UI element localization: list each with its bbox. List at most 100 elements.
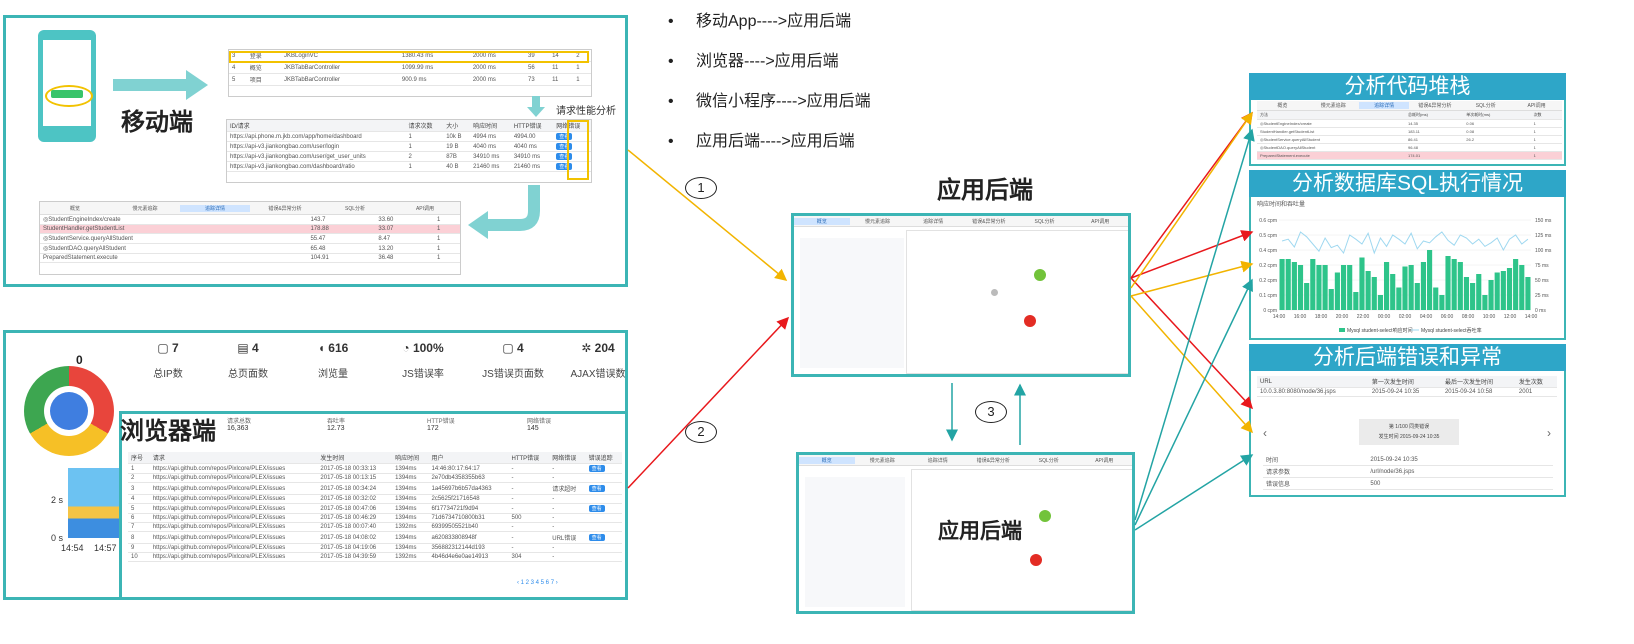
tab-item[interactable]: 慢元素追踪 — [1320, 103, 1346, 109]
view-button[interactable]: 查看 — [588, 534, 605, 541]
chart-bar — [1402, 266, 1408, 310]
table-cell: 2015-09-24 10:35 — [1368, 387, 1442, 397]
chart-bar — [1414, 283, 1420, 310]
table-cell: JKBTabBarController — [280, 61, 399, 74]
tab-item[interactable]: 追踪详情 — [1358, 102, 1410, 109]
table-row[interactable]: https://api-v3.jiankongbao.com/user/logi… — [227, 141, 591, 152]
view-button[interactable]: 查看 — [556, 163, 573, 170]
table-cell: 11 — [549, 73, 574, 86]
view-button[interactable]: 查看 — [556, 143, 573, 150]
table-cell: - — [549, 522, 586, 532]
column-header: 用户 — [428, 452, 509, 464]
table-cell: 14.35 — [1404, 119, 1464, 128]
tab-item[interactable]: 错误&异常分析 — [268, 205, 302, 212]
tab-item[interactable]: API调用 — [1527, 103, 1546, 109]
table-cell: 2017-05-18 04:08:02 — [317, 531, 393, 544]
tab-item[interactable]: 慢元素追踪 — [132, 205, 158, 212]
table-cell: - — [508, 463, 550, 474]
tab-item[interactable]: 概览 — [794, 217, 850, 225]
pagination[interactable]: ‹ 1 2 3 4 5 6 7 › — [517, 580, 558, 586]
table-cell: - — [508, 531, 550, 544]
tab-item[interactable]: 追踪详情 — [923, 218, 944, 225]
tab-item[interactable]: SQL分析 — [1038, 457, 1059, 464]
table-row[interactable]: https://api-v3.jiankongbao.com/user/get_… — [227, 151, 591, 162]
stat-jserr-pages-value: 4 — [516, 341, 524, 355]
prev-chevron-icon[interactable]: ‹ — [1263, 426, 1267, 440]
chart-bar — [1451, 259, 1457, 310]
bullet-3: •微信小程序---->应用后端 — [668, 93, 871, 110]
curved-arrow — [468, 185, 540, 239]
tab-item[interactable]: API调用 — [415, 205, 435, 212]
tab-item[interactable]: 错误&异常分析 — [1418, 103, 1452, 109]
tab-item[interactable]: 追踪详情 — [927, 457, 948, 464]
mobile-label: 移动端 — [121, 109, 193, 136]
view-button[interactable]: 查看 — [556, 133, 573, 140]
column-header: 序号 — [128, 452, 150, 464]
chart-bar — [1334, 272, 1340, 310]
view-button[interactable]: 查看 — [588, 465, 605, 472]
tab-item[interactable]: SQL分析 — [344, 205, 365, 212]
js-icon: ▢ — [502, 341, 517, 355]
chart-bar — [1470, 283, 1476, 310]
y2-tick-label: 100 ms — [1535, 248, 1552, 254]
table-row[interactable]: https://api.phone.m.jkb.com/app/home/das… — [227, 131, 591, 142]
table-cell: 1 — [433, 233, 460, 244]
tab-item[interactable]: 追踪详情 — [180, 204, 250, 212]
tab-item[interactable]: 慢元素追踪 — [865, 218, 891, 225]
x-tick-label: 08:00 — [1462, 314, 1475, 320]
table-row[interactable]: 请求参数/url/node/36.jsps — [1263, 465, 1553, 478]
chart-bar — [1439, 295, 1445, 310]
tab-item[interactable]: 慢元素追踪 — [869, 457, 895, 464]
table-cell: https://api-v3.jiankongbao.com/user/logi… — [227, 141, 406, 152]
view-button[interactable]: 查看 — [556, 153, 573, 160]
view-button[interactable]: 查看 — [588, 485, 605, 492]
tab-item[interactable]: SQL分析 — [1034, 218, 1055, 225]
tab-item[interactable]: API调用 — [1095, 457, 1114, 464]
tab-item[interactable]: API调用 — [1091, 218, 1110, 225]
tab-item[interactable]: SQL分析 — [1475, 103, 1496, 109]
table-row[interactable]: https://api-v3.jiankongbao.com/dashboard… — [227, 161, 591, 172]
view-button[interactable]: 查看 — [588, 505, 605, 512]
left-number: 0 — [76, 353, 83, 367]
gray-node-icon — [991, 289, 998, 296]
tab-item[interactable]: 概览 — [799, 456, 855, 464]
code-stack-title: 分析代码堆栈 — [1249, 73, 1566, 100]
table-cell: 10.0.3.80:8080/node/36.jsps — [1257, 387, 1369, 397]
tab-item[interactable]: 错误&异常分析 — [972, 218, 1006, 225]
tab-item[interactable]: 概览 — [69, 205, 80, 212]
table-cell: 2017-05-18 00:34:24 — [317, 482, 393, 495]
stat-pv-value: 616 — [328, 341, 349, 355]
table-cell — [585, 473, 622, 483]
table-cell: ◎StudentEngineIndex/create — [40, 215, 308, 225]
tab-item[interactable]: 错误&异常分析 — [976, 457, 1010, 464]
next-chevron-icon[interactable]: › — [1547, 426, 1551, 440]
tab-item[interactable]: 概览 — [1277, 103, 1288, 109]
table-cell — [1463, 143, 1531, 152]
